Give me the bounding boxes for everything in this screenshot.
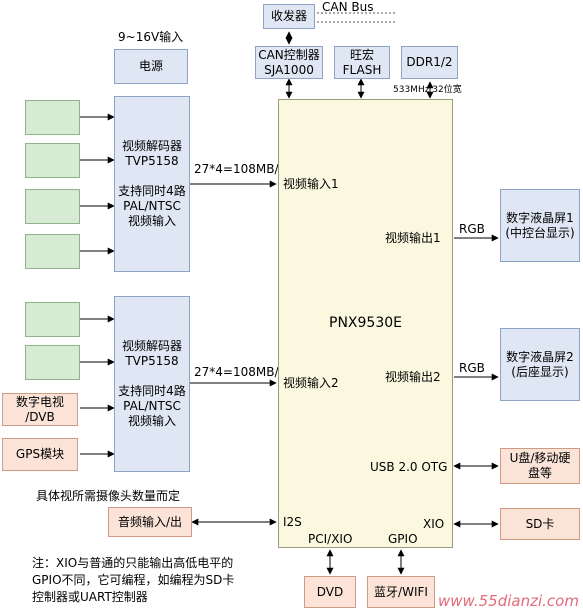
camera-2	[25, 143, 80, 178]
gps-block: GPS模块	[2, 438, 78, 471]
camera-6	[25, 345, 80, 380]
video-out1-label: 视频输出1	[385, 231, 441, 245]
lcd-2-block: 数字液晶屏2 (后座显示)	[500, 328, 580, 401]
input-voltage-label: 9~16V输入	[118, 30, 184, 44]
video-decoder-1: 视频解码器 TVP5158 支持同时4路 PAL/NTSC 视频输入	[114, 96, 190, 272]
soc-block: PNX9530E	[278, 99, 453, 548]
bandwidth-label-1: 27*4=108MB/s	[194, 162, 285, 176]
rgb-label-1: RGB	[459, 222, 485, 236]
ddr-block: DDR1/2	[401, 46, 458, 79]
camera-1	[25, 100, 80, 135]
footnote: 注：XIO与普通的只能输出高低电平的 GPIO不同，它可编程，如编程为SD卡 控…	[32, 556, 235, 604]
video-decoder-2: 视频解码器 TVP5158 支持同时4路 PAL/NTSC 视频输入	[114, 296, 190, 472]
pci-xio-label: PCI/XIO	[308, 532, 353, 546]
flash-block: 旺宏 FLASH	[334, 46, 390, 79]
camera-note: 具体视所需摄像头数量而定	[36, 489, 181, 503]
video-in2-label: 视频输入2	[283, 376, 339, 390]
transceiver-block: 收发器	[263, 4, 315, 29]
camera-5	[25, 302, 80, 337]
lcd-1-block: 数字液晶屏1 (中控台显示)	[500, 189, 580, 262]
ddr-spec-label: 533MHz 32位宽	[393, 85, 462, 95]
usb-otg-label: USB 2.0 OTG	[370, 460, 448, 474]
power-block: 电源	[114, 49, 188, 84]
usb-device-block: U盘/移动硬 盘等	[500, 448, 580, 484]
rgb-label-2: RGB	[459, 361, 485, 375]
camera-3	[25, 189, 80, 224]
video-out2-label: 视频输出2	[385, 370, 441, 384]
video-in1-label: 视频输入1	[283, 177, 339, 191]
gpio-label: GPIO	[388, 532, 418, 546]
i2s-label: I2S	[283, 515, 302, 529]
digital-tv-block: 数字电视 /DVB	[2, 393, 78, 426]
bandwidth-label-2: 27*4=108MB/s	[194, 365, 285, 379]
camera-4	[25, 234, 80, 269]
can-controller-block: CAN控制器 SJA1000	[255, 46, 323, 79]
dvd-block: DVD	[304, 576, 356, 608]
audio-block: 音频输入/出	[108, 507, 192, 537]
watermark: www.55dianzi.com	[438, 592, 579, 610]
sd-card-block: SD卡	[500, 508, 580, 540]
xio-label: XIO	[423, 517, 445, 531]
can-bus-label: CAN Bus	[322, 0, 374, 14]
soc-title: PNX9530E	[329, 315, 402, 331]
bluetooth-wifi-block: 蓝牙/WIFI	[367, 576, 435, 608]
